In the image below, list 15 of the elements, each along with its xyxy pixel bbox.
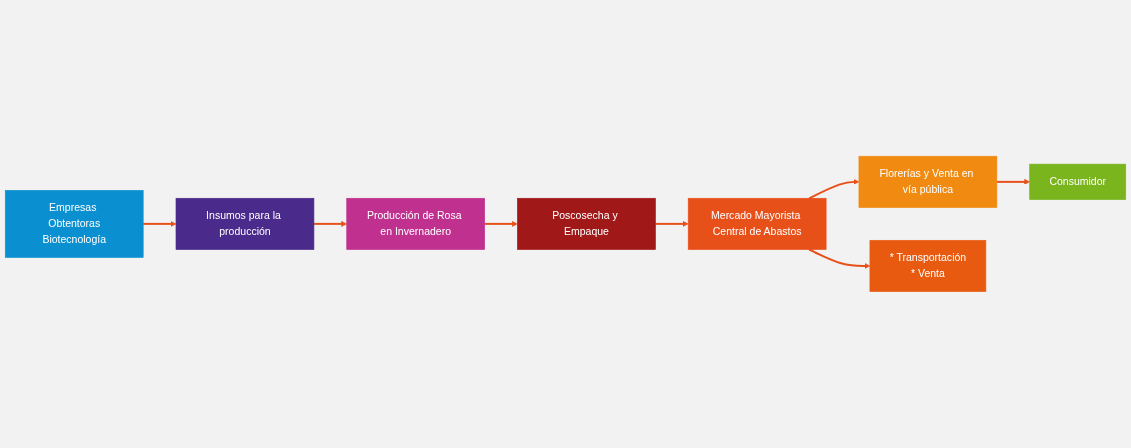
arrow xyxy=(995,179,1030,185)
arrow xyxy=(808,248,871,269)
node-box: Insumos para la producción xyxy=(175,198,315,250)
arrow xyxy=(142,221,177,227)
node-box: * Transportación * Venta xyxy=(869,240,987,292)
arrow xyxy=(483,221,518,227)
node-box: Producción de Rosa en Invernadero xyxy=(346,198,485,250)
arrow xyxy=(312,221,347,227)
node-box: Florerías y Venta en vía pública xyxy=(858,156,998,208)
node-box: Mercado Mayorista Central de Abastos xyxy=(687,198,827,250)
node-box: Empresas Obtentoras Biotecnología xyxy=(4,190,144,258)
arrow xyxy=(654,221,689,227)
node-box: Poscosecha y Empaque xyxy=(517,198,656,250)
node-box: Consumidor xyxy=(1029,163,1127,201)
arrow xyxy=(808,179,860,200)
